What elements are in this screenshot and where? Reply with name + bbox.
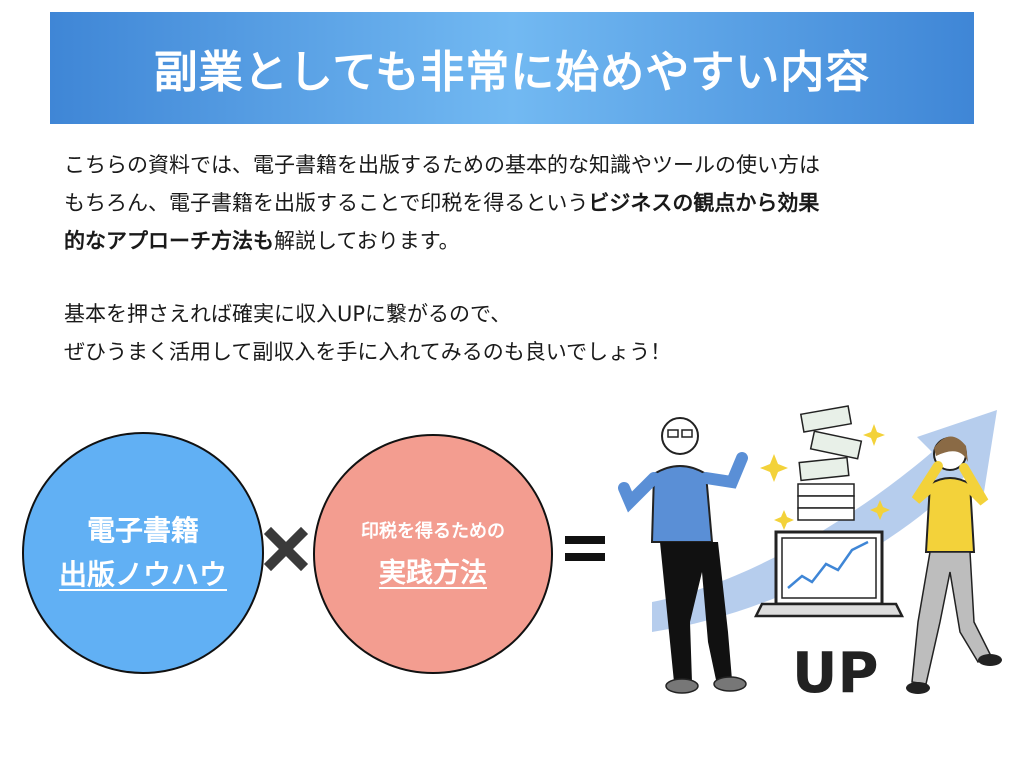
ebook-circle-line-1: 電子書籍 bbox=[86, 514, 199, 547]
followup-line-2: ぜひうまく活用して副収入を手に入れてみるのも良いでしょう！ bbox=[64, 340, 672, 364]
income-up-illustration: UP bbox=[618, 405, 1002, 706]
page-title: 副業としても非常に始めやすい内容 bbox=[153, 47, 871, 98]
header-banner: 副業としても非常に始めやすい内容 bbox=[50, 12, 974, 124]
laptop-chart-icon bbox=[753, 530, 905, 618]
equals-icon bbox=[565, 536, 605, 561]
followup-line-1: 基本を押さえれば確実に収入UPに繋がるので、 bbox=[64, 302, 512, 326]
times-icon bbox=[263, 526, 309, 572]
intro-line-3-bold: 的なアプローチ方法も bbox=[64, 229, 274, 253]
intro-line-2: もちろん、電子書籍を出版することで印税を得るというビジネスの観点から効果 bbox=[64, 184, 974, 222]
intro-line-3-normal: 解説しております。 bbox=[274, 229, 460, 253]
man-figure bbox=[618, 417, 748, 694]
intro-paragraph: こちらの資料では、電子書籍を出版するための基本的な知識やツールの使い方は もちろ… bbox=[64, 146, 974, 260]
ebook-circle-line-2: 出版ノウハウ bbox=[58, 558, 227, 591]
up-label: UP bbox=[792, 641, 879, 706]
intro-line-3: 的なアプローチ方法も解説しております。 bbox=[64, 222, 974, 260]
royalty-circle-line-2: 実践方法 bbox=[379, 558, 487, 589]
woman-figure bbox=[906, 436, 1002, 694]
royalty-circle-line-1: 印税を得るための bbox=[361, 521, 505, 542]
ebook-knowhow-circle: 電子書籍 出版ノウハウ bbox=[22, 432, 264, 674]
money-icon bbox=[797, 405, 863, 521]
intro-line-2-bold: ビジネスの観点から効果 bbox=[588, 191, 820, 215]
royalty-method-circle: 印税を得るための 実践方法 bbox=[313, 434, 553, 674]
followup-paragraph: 基本を押さえれば確実に収入UPに繋がるので、 ぜひうまく活用して副収入を手に入れ… bbox=[64, 295, 974, 371]
intro-line-1: こちらの資料では、電子書籍を出版するための基本的な知識やツールの使い方は bbox=[64, 153, 820, 177]
intro-line-2-normal: もちろん、電子書籍を出版することで印税を得るという bbox=[64, 191, 589, 215]
